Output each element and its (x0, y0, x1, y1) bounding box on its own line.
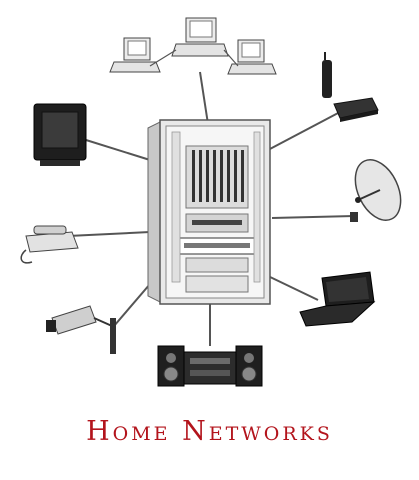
link-laptop (267, 275, 319, 301)
connection-lines (67, 71, 355, 346)
networked-computers-icon (109, 17, 277, 75)
link-security-camera (113, 283, 151, 327)
link-satellite-dish (271, 215, 355, 219)
cordless-phone-and-base-icon (322, 52, 379, 122)
diagram-caption: Home Networks (86, 416, 333, 447)
link-television (85, 139, 151, 161)
security-camera-icon (46, 305, 116, 354)
link-computers (199, 71, 209, 125)
link-telephone (67, 231, 151, 237)
satellite-dish-icon (350, 159, 402, 222)
telephone-icon (20, 225, 79, 264)
link-cordless-phone (267, 111, 341, 151)
stereo-system-icon (157, 345, 263, 387)
laptop-icon (299, 271, 376, 327)
structured-wiring-panel-icon (147, 119, 271, 305)
television-icon (33, 103, 87, 166)
